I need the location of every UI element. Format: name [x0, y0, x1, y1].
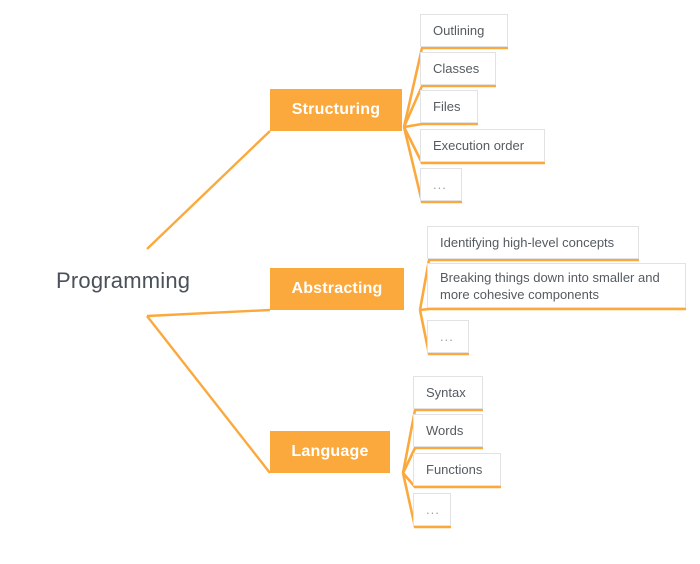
- leaf-label: Functions: [426, 462, 483, 477]
- leaf-label: ...: [433, 177, 447, 192]
- leaf-label: ...: [440, 329, 454, 344]
- leaf-label: Classes: [433, 61, 480, 76]
- leaf-box[interactable]: Execution order: [420, 129, 545, 162]
- leaf-label: Files: [433, 99, 461, 114]
- leaf-label: ...: [426, 502, 440, 517]
- leaf-label: Syntax: [426, 385, 466, 400]
- leaf-label: Breaking things down into smaller and mo…: [440, 269, 660, 302]
- leaf-box[interactable]: Words: [413, 414, 483, 447]
- leaf-label: Identifying high-level concepts: [440, 235, 615, 250]
- leaf-box[interactable]: Outlining: [420, 14, 508, 47]
- branch-node-abstracting[interactable]: Abstracting: [270, 268, 404, 310]
- leaf-box[interactable]: Functions: [413, 453, 501, 486]
- leaf-box[interactable]: ...: [413, 493, 451, 526]
- leaf-box[interactable]: Files: [420, 90, 478, 123]
- leaf-box[interactable]: ...: [427, 320, 469, 353]
- leaf-box[interactable]: Identifying high-level concepts: [427, 226, 639, 259]
- branch-node-structuring[interactable]: Structuring: [270, 89, 402, 131]
- leaf-box[interactable]: ...: [420, 168, 462, 201]
- leaf-box[interactable]: Syntax: [413, 376, 483, 409]
- leaf-box[interactable]: Classes: [420, 52, 496, 85]
- leaf-label: Execution order: [433, 138, 525, 153]
- leaf-label: Outlining: [433, 23, 485, 38]
- root-node-programming: Programming: [56, 268, 191, 293]
- leaf-box[interactable]: Breaking things down into smaller and mo…: [427, 263, 686, 308]
- leaf-label: Words: [426, 423, 464, 438]
- branch-node-language[interactable]: Language: [270, 431, 390, 473]
